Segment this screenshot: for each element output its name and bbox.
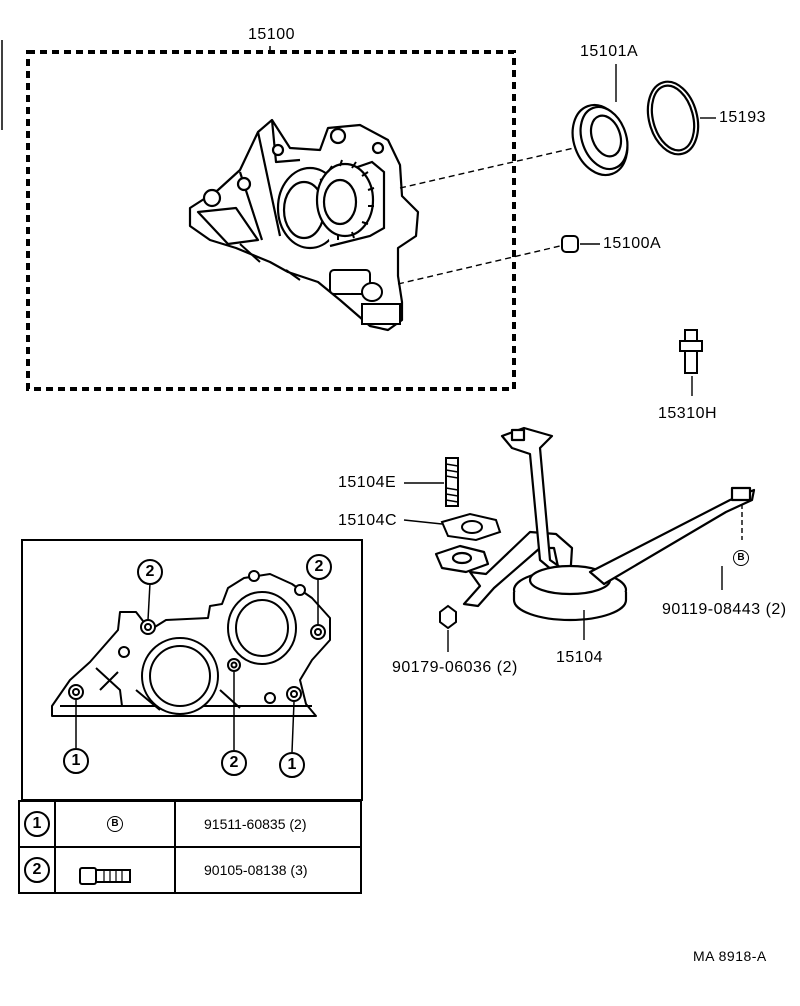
legend-part-2: 90105-08138 (3) [174, 846, 362, 894]
legend-row-2: 2 90105-08138 (3) [18, 846, 362, 894]
stud [445, 457, 459, 507]
o-ring [646, 80, 700, 156]
nut [439, 604, 457, 630]
oil-pump-gear [276, 159, 386, 250]
label-15104E: 15104E [338, 474, 397, 491]
marker-2-right: 2 [306, 554, 332, 580]
timing-cover [51, 573, 331, 717]
legend-marker-1: 1 [24, 811, 50, 837]
timing-cover-panel [21, 539, 363, 801]
marker-1-left: 1 [63, 748, 89, 774]
oil-pressure-switch [679, 329, 703, 374]
legend-part-1: 91511-60835 (2) [174, 800, 362, 848]
oil-strainer [434, 426, 756, 622]
label-15104C: 15104C [338, 512, 398, 529]
gasket [440, 512, 502, 542]
label-15100A: 15100A [603, 235, 662, 252]
label-90179-06036: 90179-06036 (2) [392, 659, 518, 676]
label-15104: 15104 [556, 649, 603, 666]
legend-marker-b: B [107, 816, 123, 832]
legend-row-1: 1 B 91511-60835 (2) [18, 800, 362, 848]
marker-1-right: 1 [279, 752, 305, 778]
oil-seal [571, 103, 629, 177]
plug [561, 235, 579, 253]
label-90119-08443: 90119-08443 (2) [662, 601, 787, 618]
label-15100: 15100 [248, 26, 295, 43]
fastener-legend-table: 1 B 91511-60835 (2) 2 90105-08138 (3) [18, 800, 362, 894]
marker-2-mid: 2 [221, 750, 247, 776]
assembly-dashed-frame [26, 50, 516, 391]
label-15310H: 15310H [658, 405, 718, 422]
label-15193: 15193 [719, 109, 766, 126]
marker-2-left: 2 [137, 559, 163, 585]
label-15101A: 15101A [580, 43, 639, 60]
diagram-code: MA 8918-A [693, 948, 767, 964]
legend-marker-2: 2 [24, 857, 50, 883]
marker-b-strainer: B [733, 550, 749, 566]
